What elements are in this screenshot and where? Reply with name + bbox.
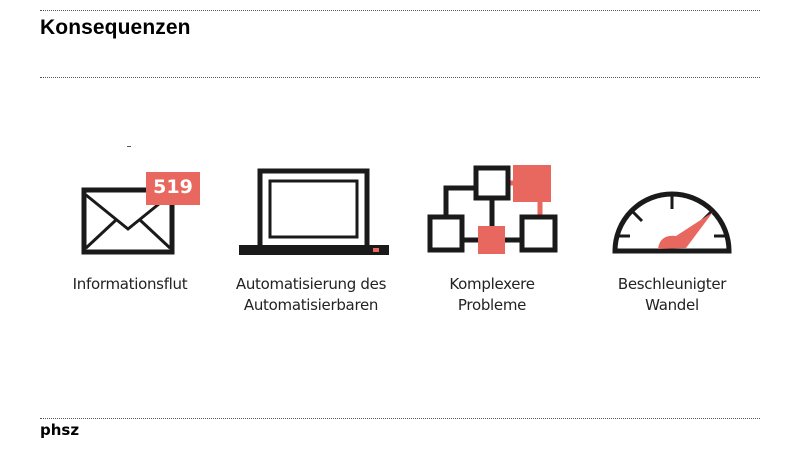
slide-title: Konsequenzen	[40, 16, 191, 39]
item-label: Informationsflut	[30, 274, 230, 295]
title-divider	[40, 77, 760, 78]
label-line-1: Automatisierung des	[235, 275, 387, 293]
label-line-1: Beschleunigter	[617, 275, 727, 293]
label-line-2: Automatisierbaren	[243, 296, 379, 314]
network-boxes-icon	[427, 165, 558, 254]
label-line-2: Wandel	[645, 296, 699, 314]
label-line-2: Probleme	[457, 296, 527, 314]
speedometer-icon	[612, 191, 732, 254]
item-label: Beschleunigter Wandel	[572, 274, 772, 316]
laptop-icon	[239, 168, 389, 255]
notification-badge-count: 519	[153, 176, 193, 198]
footer-logo-text: phsz	[40, 421, 80, 439]
footer-divider	[40, 418, 760, 419]
item-label: Komplexere Probleme	[392, 274, 592, 316]
top-divider	[40, 10, 760, 11]
label-line-1: Komplexere	[449, 275, 535, 293]
envelope-icon	[81, 172, 200, 255]
stray-mark	[127, 146, 131, 147]
item-label: Automatisierung des Automatisierbaren	[211, 274, 411, 316]
label-line-1: Informationsflut	[72, 275, 188, 293]
